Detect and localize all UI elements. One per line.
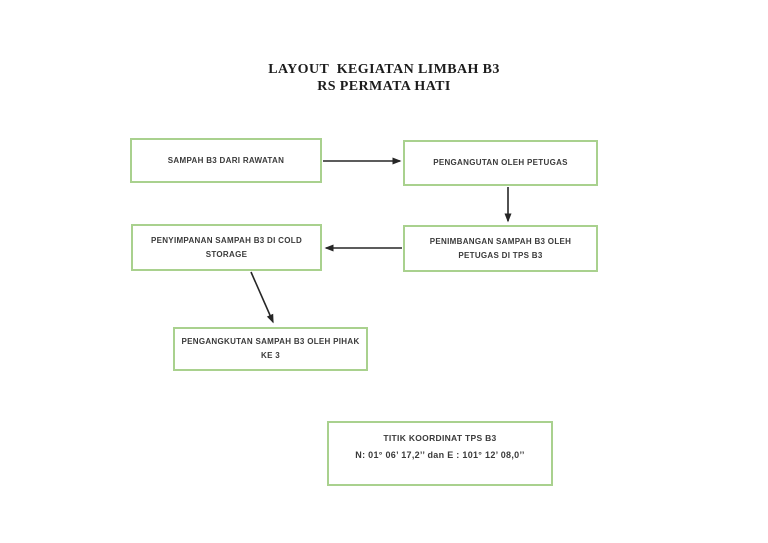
arrow-penyimpanan-to-pengangkutan <box>250 271 274 324</box>
page-title-line1: LAYOUT KEGIATAN LIMBAH B3 <box>268 62 500 77</box>
flow-box-label-line2: STORAGE <box>205 249 248 259</box>
flow-box-pengangutan-oleh-petugas: PENGANGUTAN OLEH PETUGAS <box>403 140 598 186</box>
page-title-line2: RS PERMATA HATI <box>317 79 451 94</box>
flow-box-label-line1: PENIMBANGAN SAMPAH B3 OLEH <box>429 236 572 246</box>
flow-box-label: SAMPAH B3 DARI RAWATAN <box>167 155 285 165</box>
flow-box-label: PENGANGUTAN OLEH PETUGAS <box>433 158 568 167</box>
flow-box-label-line2: KE 3 <box>261 351 280 360</box>
coordinate-box-value: N: 01° 06’ 17,2’’ dan E : 101° 12’ 08,0’… <box>355 450 525 460</box>
flow-box-sampah-b3-dari-rawatan: SAMPAH B3 DARI RAWATAN <box>130 138 322 183</box>
coordinate-box: TITIK KOORDINAT TPS B3 N: 01° 06’ 17,2’’… <box>327 421 553 486</box>
flow-box-penyimpanan-cold-storage: PENYIMPANAN SAMPAH B3 DI COLD STORAGE <box>131 224 322 271</box>
flow-box-penimbangan-sampah-tps: PENIMBANGAN SAMPAH B3 OLEH PETUGAS DI TP… <box>403 225 598 272</box>
flow-box-label-line1: PENGANGKUTAN SAMPAH B3 OLEH PIHAK <box>181 337 360 346</box>
flow-box-pengangkutan-pihak-ke-3: PENGANGKUTAN SAMPAH B3 OLEH PIHAK KE 3 <box>173 327 368 371</box>
flow-box-label-line2: PETUGAS DI TPS B3 <box>458 250 543 260</box>
flow-box-label-line1: PENYIMPANAN SAMPAH B3 DI COLD <box>150 235 303 245</box>
coordinate-box-title: TITIK KOORDINAT TPS B3 <box>383 433 497 443</box>
page-title: LAYOUT KEGIATAN LIMBAH B3 RS PERMATA HAT… <box>0 61 768 95</box>
